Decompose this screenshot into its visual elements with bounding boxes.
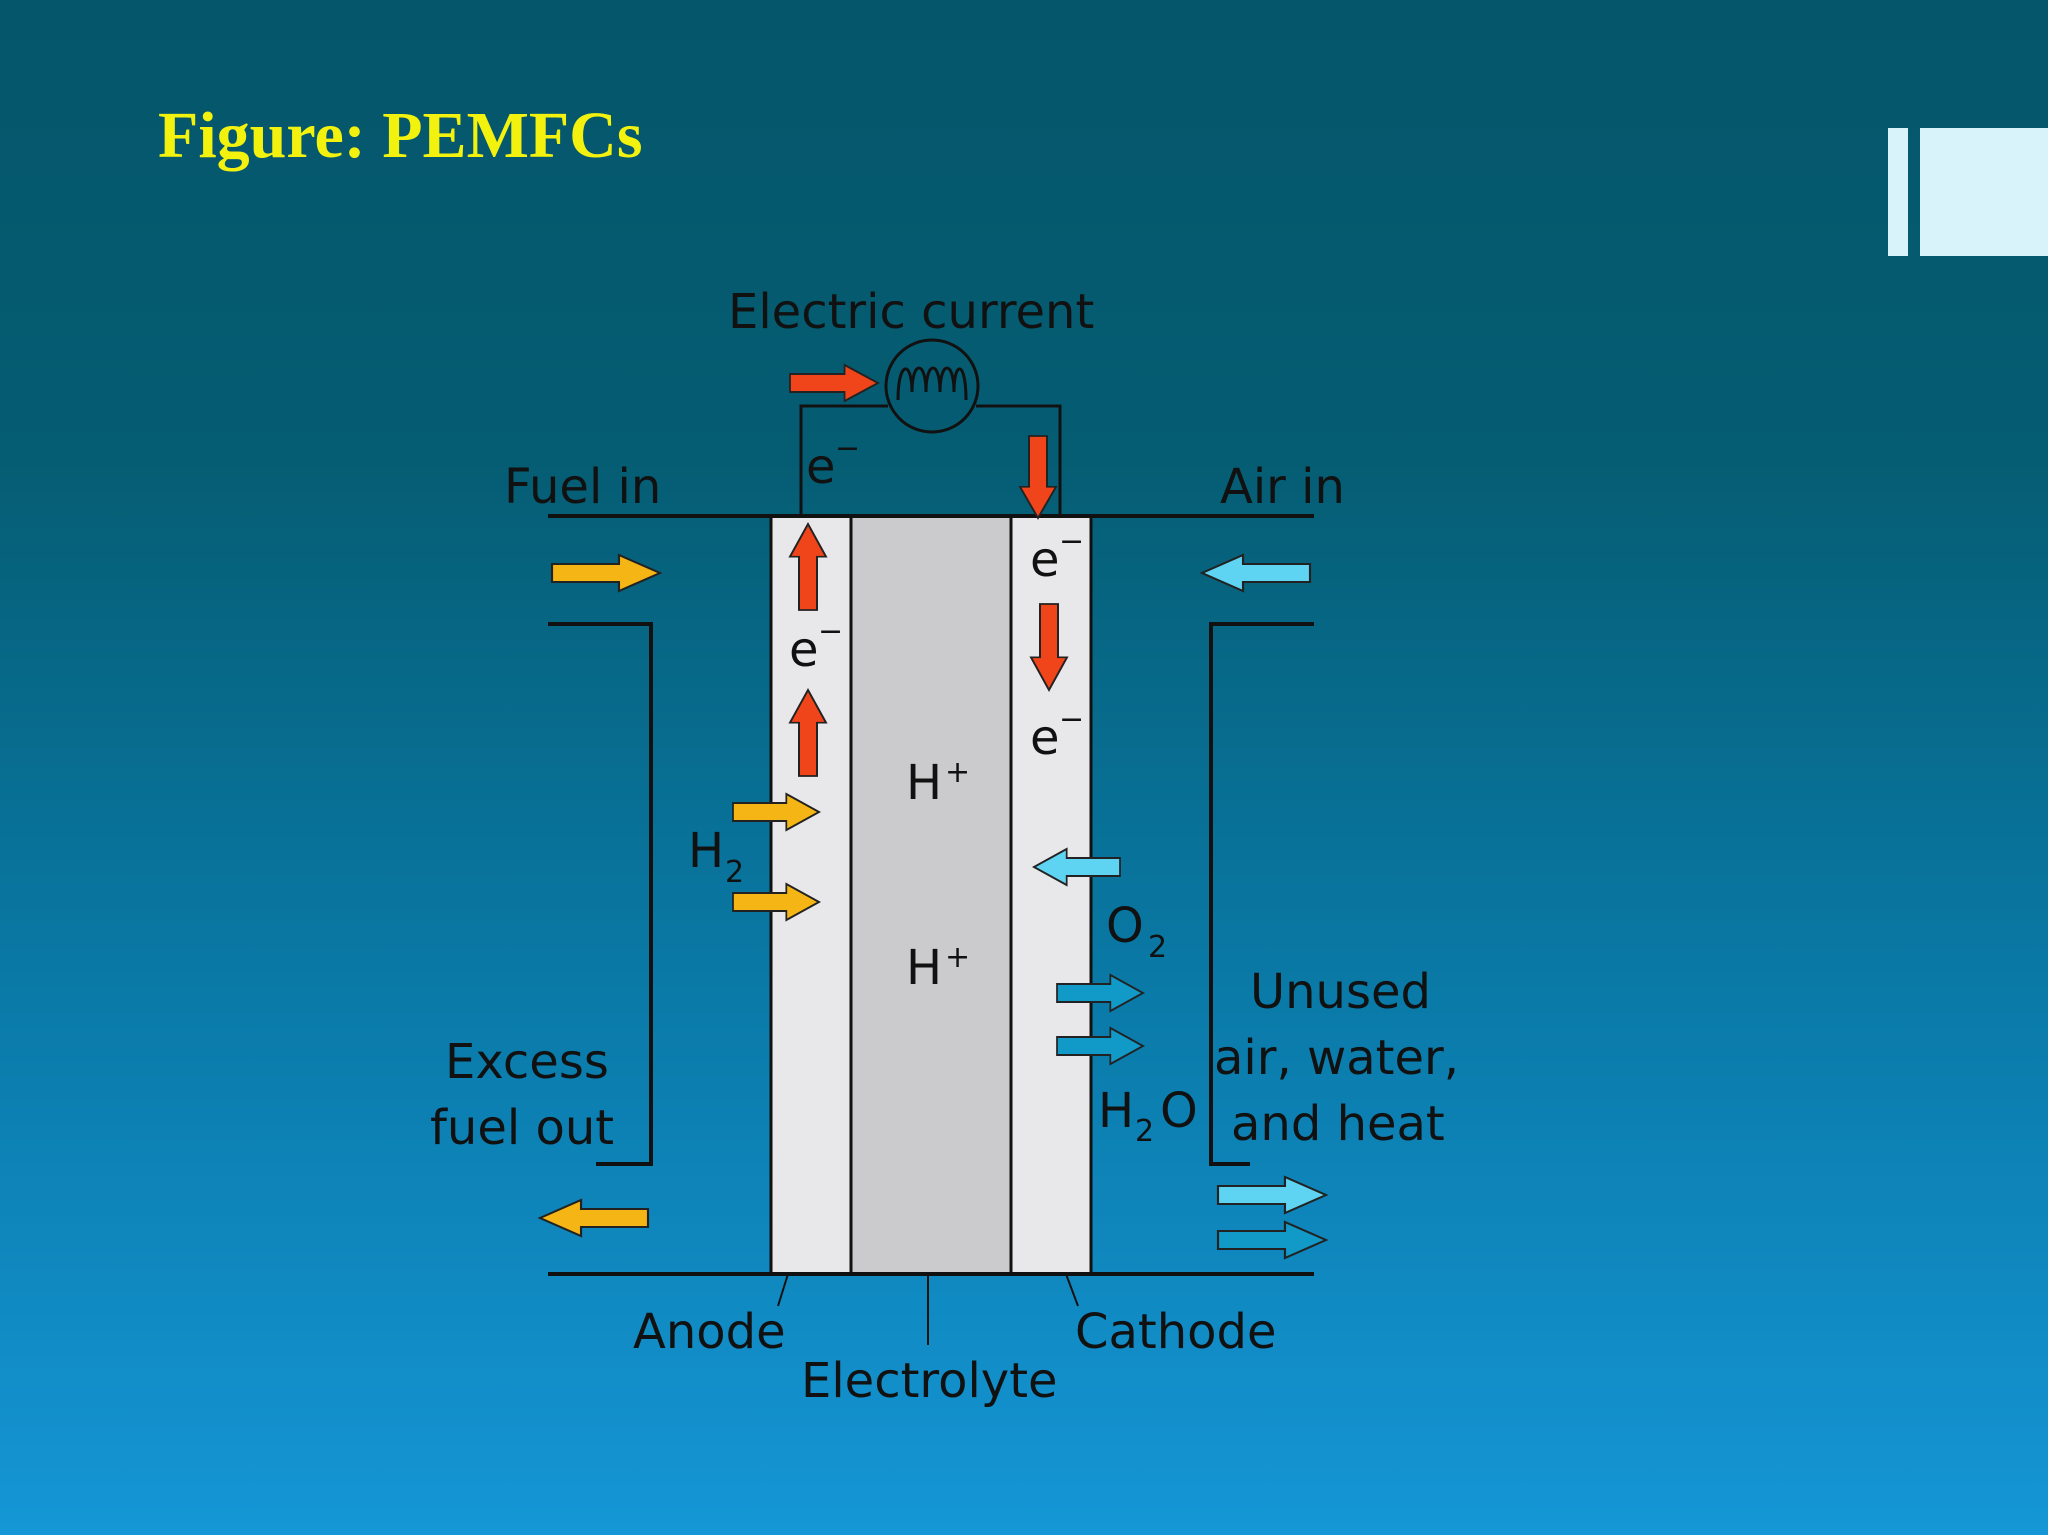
electron-flow-arrow <box>1019 435 1057 519</box>
fuel-in-arrow <box>550 553 662 593</box>
svg-text:2: 2 <box>1135 1114 1154 1149</box>
unused-label-line1: Unused <box>1250 964 1431 1020</box>
electron-flow-arrow <box>789 364 879 402</box>
svg-text:e: e <box>806 439 836 495</box>
electron-label: e − <box>1030 702 1084 766</box>
excess-fuel-out-arrow <box>538 1198 650 1238</box>
electrolyte-layer <box>849 514 1013 1276</box>
svg-text:+: + <box>945 755 970 790</box>
slide-title: Figure: PEMFCs <box>158 99 643 172</box>
load-coil-icon <box>896 366 968 401</box>
svg-text:O: O <box>1160 1083 1198 1139</box>
unused-label-line3: and heat <box>1231 1096 1445 1152</box>
svg-text:−: − <box>835 431 860 466</box>
decorative-bar-wide <box>1920 128 2048 256</box>
cell-housing <box>548 514 1314 1276</box>
anode-label: Anode <box>633 1304 786 1360</box>
unused-label-line2: air, water, <box>1214 1030 1459 1086</box>
oxygen-label: O 2 <box>1106 898 1167 965</box>
svg-text:e: e <box>789 622 819 678</box>
cathode-label: Cathode <box>1075 1304 1277 1360</box>
decorative-bar-thin <box>1888 128 1908 256</box>
air-in-arrow <box>1200 553 1312 593</box>
svg-text:−: − <box>1059 524 1084 559</box>
electron-label: e − <box>789 614 843 678</box>
svg-text:2: 2 <box>725 855 744 890</box>
svg-text:H: H <box>906 940 942 996</box>
exhaust-arrow <box>1216 1220 1328 1260</box>
electron-label: e − <box>1030 524 1084 588</box>
excess-fuel-out-label-line2: fuel out <box>430 1100 614 1156</box>
external-circuit <box>799 338 1062 516</box>
electrolyte-label: Electrolyte <box>801 1353 1058 1409</box>
svg-text:+: + <box>945 940 970 975</box>
fuel-in-label: Fuel in <box>504 459 661 515</box>
svg-text:O: O <box>1106 898 1144 954</box>
excess-fuel-out-label-line1: Excess <box>445 1034 609 1090</box>
svg-text:2: 2 <box>1148 930 1167 965</box>
exhaust-arrow <box>1216 1175 1328 1215</box>
hydrogen-label: H 2 <box>688 823 744 890</box>
proton-label: H + <box>906 940 970 996</box>
svg-text:H: H <box>906 755 942 811</box>
svg-text:−: − <box>1059 702 1084 737</box>
electron-label: e − <box>806 431 860 495</box>
water-label: H 2 O <box>1098 1083 1198 1149</box>
svg-text:e: e <box>1030 532 1060 588</box>
electric-current-label: Electric current <box>728 284 1094 340</box>
svg-text:−: − <box>818 614 843 649</box>
label-leader-lines <box>777 1273 1079 1345</box>
proton-label: H + <box>906 755 970 811</box>
svg-text:H: H <box>1098 1083 1134 1139</box>
air-in-label: Air in <box>1220 459 1345 515</box>
svg-text:H: H <box>688 823 724 879</box>
svg-text:e: e <box>1030 710 1060 766</box>
